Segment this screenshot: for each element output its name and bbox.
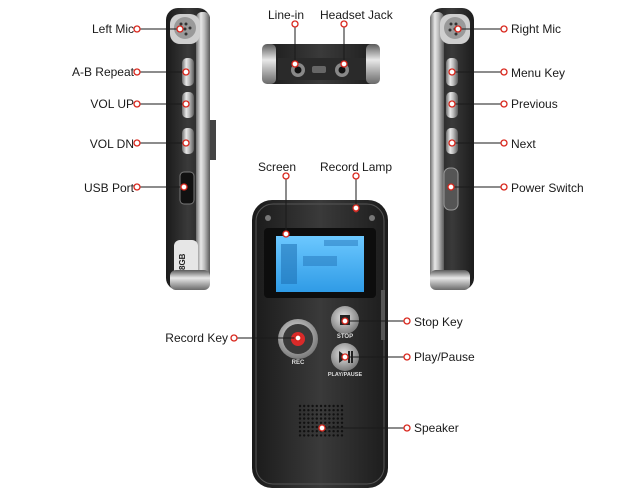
- callout-right-mic-dot: [500, 25, 508, 33]
- callout-stop-key-dot: [341, 317, 349, 325]
- play-button-label: PLAY/PAUSE: [327, 372, 363, 378]
- label-menu-key: Menu Key: [511, 66, 566, 80]
- label-right-mic: Right Mic: [511, 22, 562, 36]
- callout-vol-dn-dot: [133, 139, 141, 147]
- callout-line-in-dot: [291, 60, 299, 68]
- callout-next-dot: [448, 139, 456, 147]
- label-stop-key: Stop Key: [414, 315, 463, 329]
- label-left-mic: Left Mic: [91, 22, 134, 36]
- label-headset-jack: Headset Jack: [320, 8, 393, 22]
- label-vol-up: VOL UP: [90, 97, 134, 111]
- callout-previous-dot: [500, 100, 508, 108]
- callout-ab-repeat-dot: [182, 68, 190, 76]
- label-speaker: Speaker: [414, 421, 459, 435]
- callout-record-key-dot: [230, 334, 238, 342]
- headset-jack: [338, 66, 346, 74]
- label-vol-dn: VOL DN: [89, 137, 134, 151]
- callout-menu-key-dot: [500, 68, 508, 76]
- stop-button-label: STOP: [336, 334, 354, 340]
- callout-previous-dot: [448, 100, 456, 108]
- callout-menu-key-dot: [448, 68, 456, 76]
- callout-vol-dn-dot: [182, 139, 190, 147]
- callout-vol-up-dot: [133, 100, 141, 108]
- callout-vol-up-dot: [182, 100, 190, 108]
- callout-right-mic-dot: [454, 25, 462, 33]
- callout-left-mic-dot: [133, 25, 141, 33]
- line-in-jack: [294, 66, 302, 74]
- callout-left-mic-dot: [176, 25, 184, 33]
- callout-power-switch-dot: [447, 183, 455, 191]
- callout-screen-dot: [282, 230, 290, 238]
- label-next: Next: [511, 137, 536, 151]
- callout-lines: [133, 20, 508, 432]
- label-ab-repeat: A-B Repeat: [71, 65, 134, 79]
- label-power-switch: Power Switch: [511, 181, 584, 195]
- top-view: [262, 44, 380, 84]
- front-view: [252, 200, 388, 488]
- callout-record-lamp-dot: [352, 204, 360, 212]
- label-play-pause: Play/Pause: [414, 350, 475, 364]
- callout-record-lamp-dot: [352, 172, 360, 180]
- callout-speaker-dot: [318, 424, 326, 432]
- callout-headset-jack-dot: [340, 60, 348, 68]
- label-line-in: Line-in: [268, 8, 305, 22]
- callout-headset-jack-dot: [340, 20, 348, 28]
- label-usb-port: USB Port: [83, 181, 134, 195]
- callout-next-dot: [500, 139, 508, 147]
- label-record-key: Record Key: [165, 331, 228, 345]
- left-side-view: [166, 8, 216, 290]
- label-record-lamp: Record Lamp: [320, 160, 393, 174]
- label-previous: Previous: [511, 97, 558, 111]
- callout-usb-port-dot: [180, 183, 188, 191]
- capacity-badge: 8GB: [178, 253, 187, 270]
- callout-usb-port-dot: [133, 183, 141, 191]
- callout-power-switch-dot: [500, 183, 508, 191]
- callout-play-pause-dot: [341, 353, 349, 361]
- callout-speaker-dot: [403, 424, 411, 432]
- callout-record-key-dot: [294, 334, 302, 342]
- callout-line-in-dot: [291, 20, 299, 28]
- callout-screen-dot: [282, 172, 290, 180]
- capacity-badge-bg: [174, 240, 198, 278]
- callout-play-pause-dot: [403, 353, 411, 361]
- callout-stop-key-dot: [403, 317, 411, 325]
- right-side-view: [430, 8, 474, 290]
- label-screen: Screen: [258, 160, 297, 174]
- rec-button-label: REC: [291, 360, 305, 366]
- callout-ab-repeat-dot: [133, 68, 141, 76]
